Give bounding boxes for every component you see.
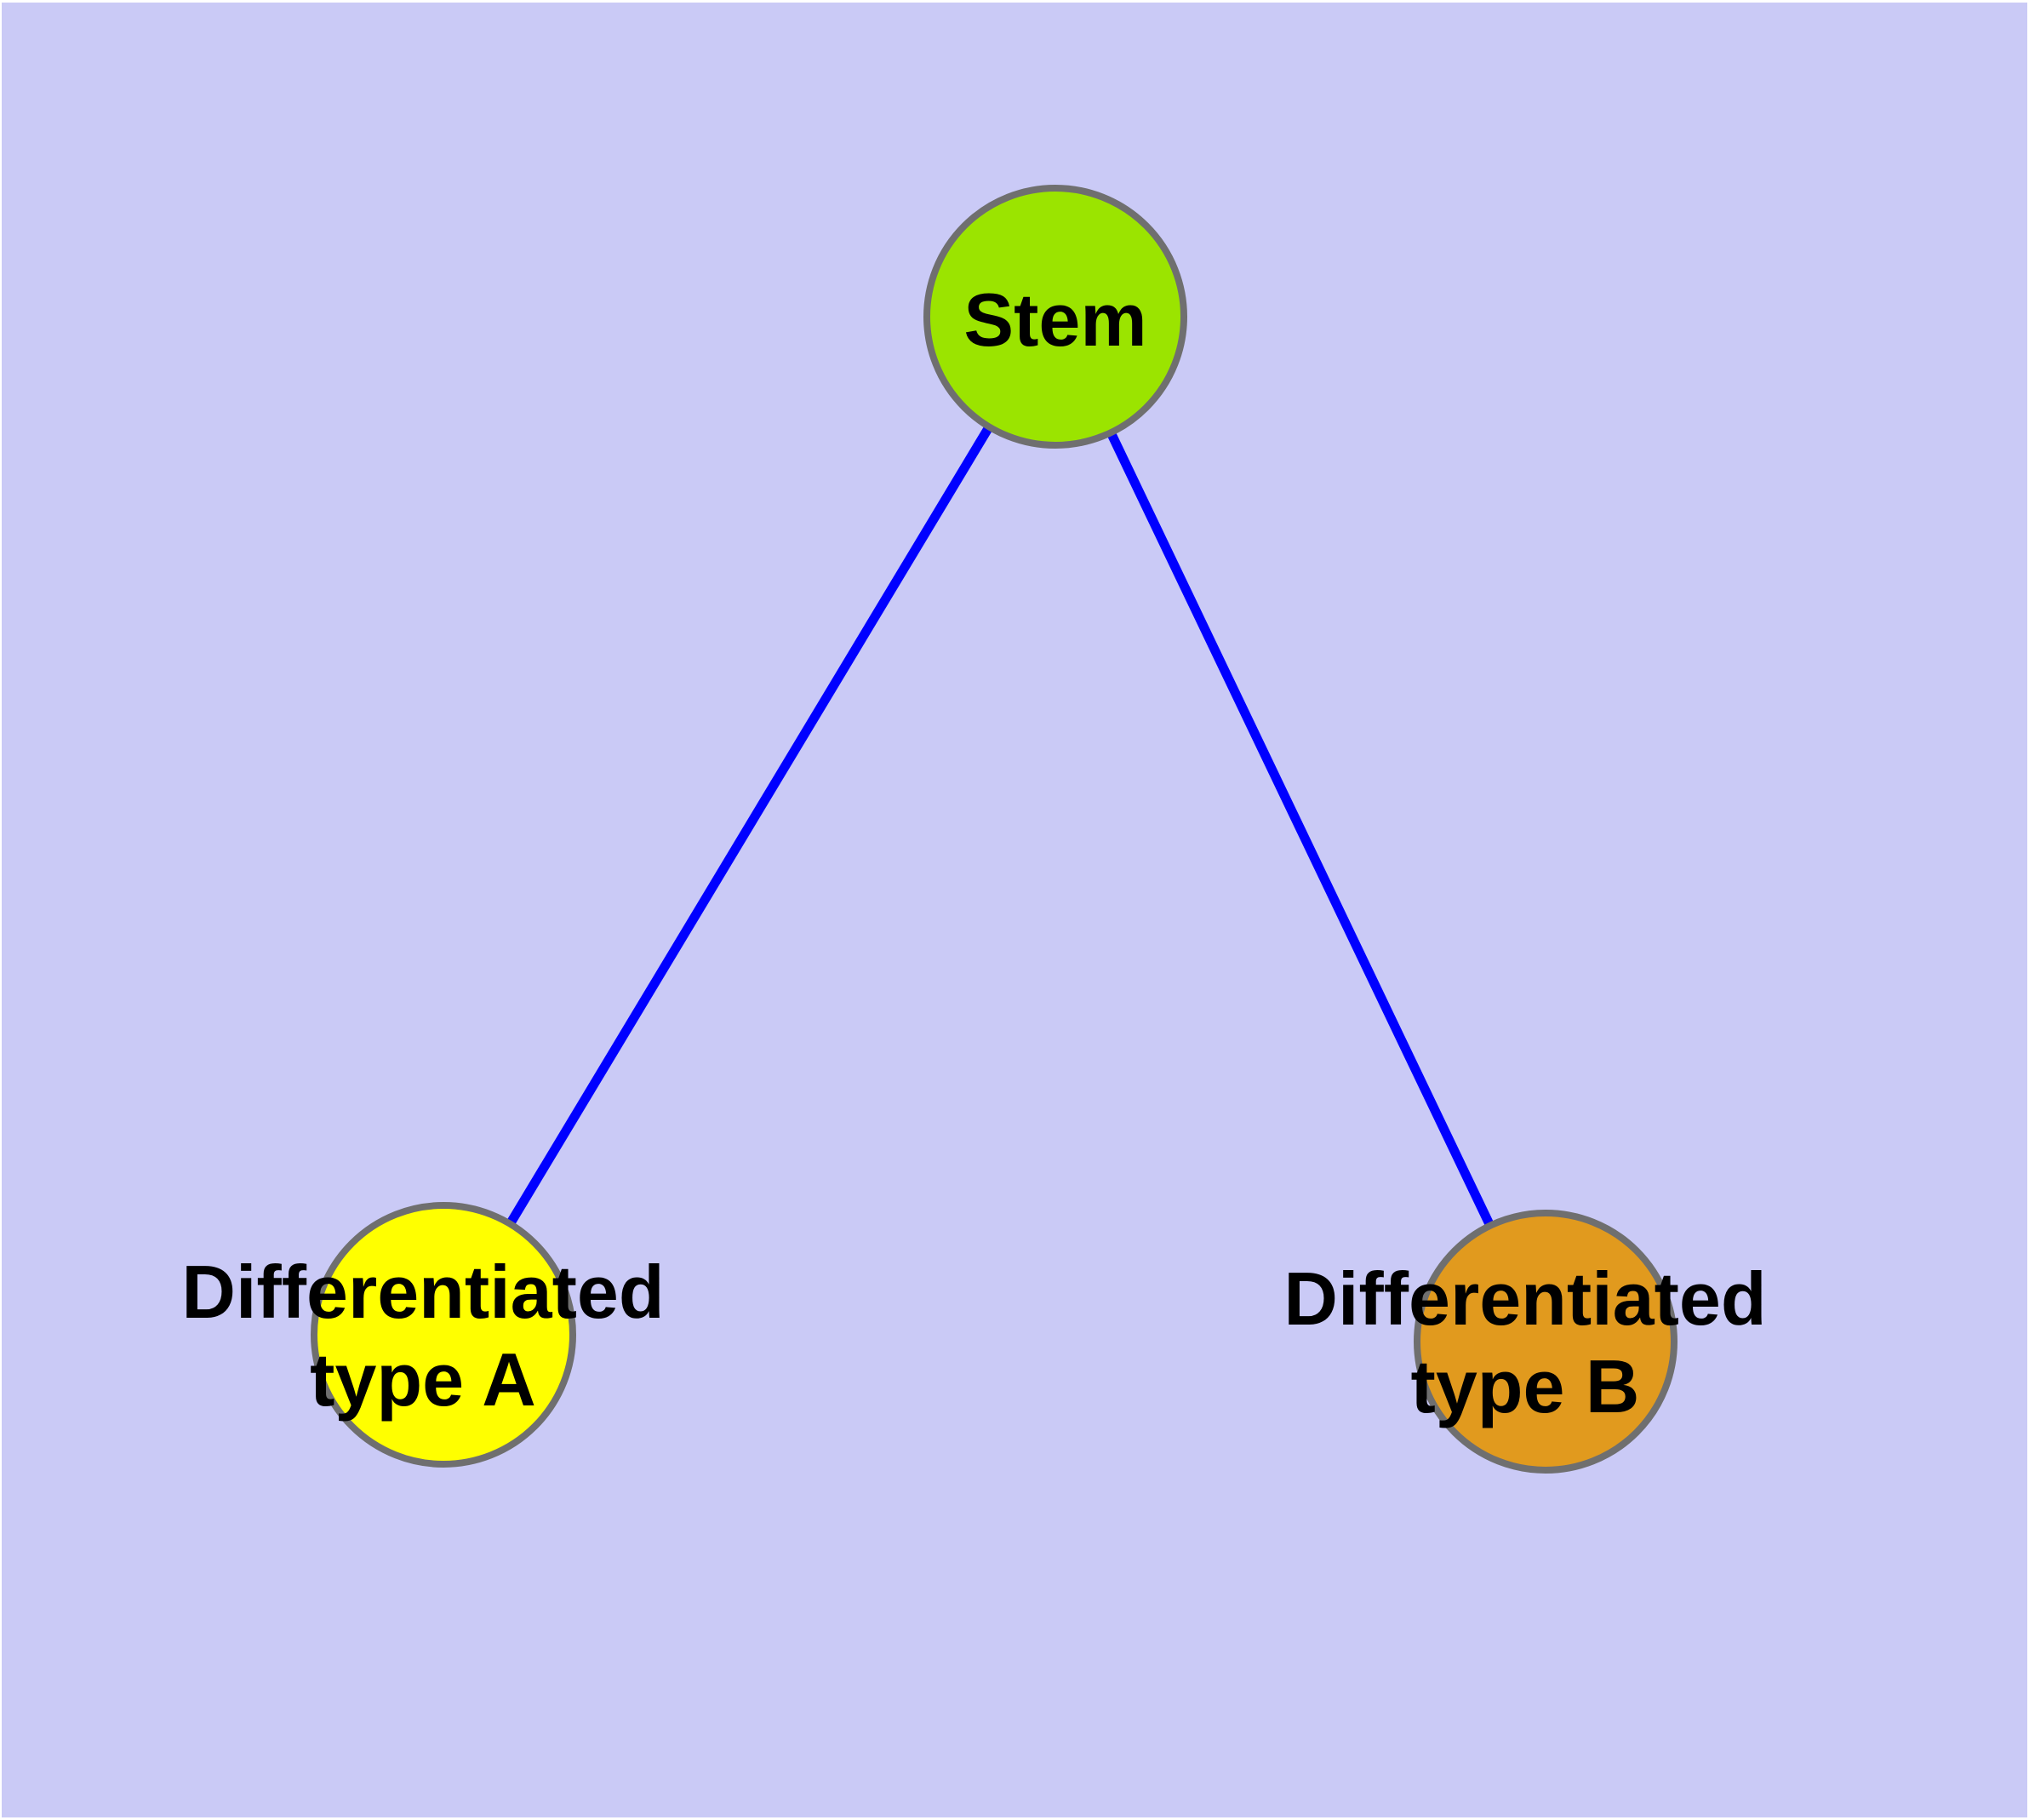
type-a-node-label-line2: type A bbox=[310, 1337, 536, 1422]
type-a-node-label-line1: Differentiated bbox=[181, 1250, 664, 1334]
stem-node-circle bbox=[923, 185, 1187, 449]
type-a-node-circle bbox=[311, 1202, 576, 1468]
stem-node-label: Stem bbox=[963, 278, 1146, 362]
type-b-node-label-line1: Differentiated bbox=[1283, 1256, 1766, 1341]
edge-stem-to-type-a bbox=[439, 314, 1060, 1337]
type-b-node-circle bbox=[1414, 1210, 1677, 1474]
type-b-node-label-line2: type B bbox=[1411, 1344, 1640, 1428]
edge-stem-to-type-b bbox=[1051, 314, 1550, 1344]
